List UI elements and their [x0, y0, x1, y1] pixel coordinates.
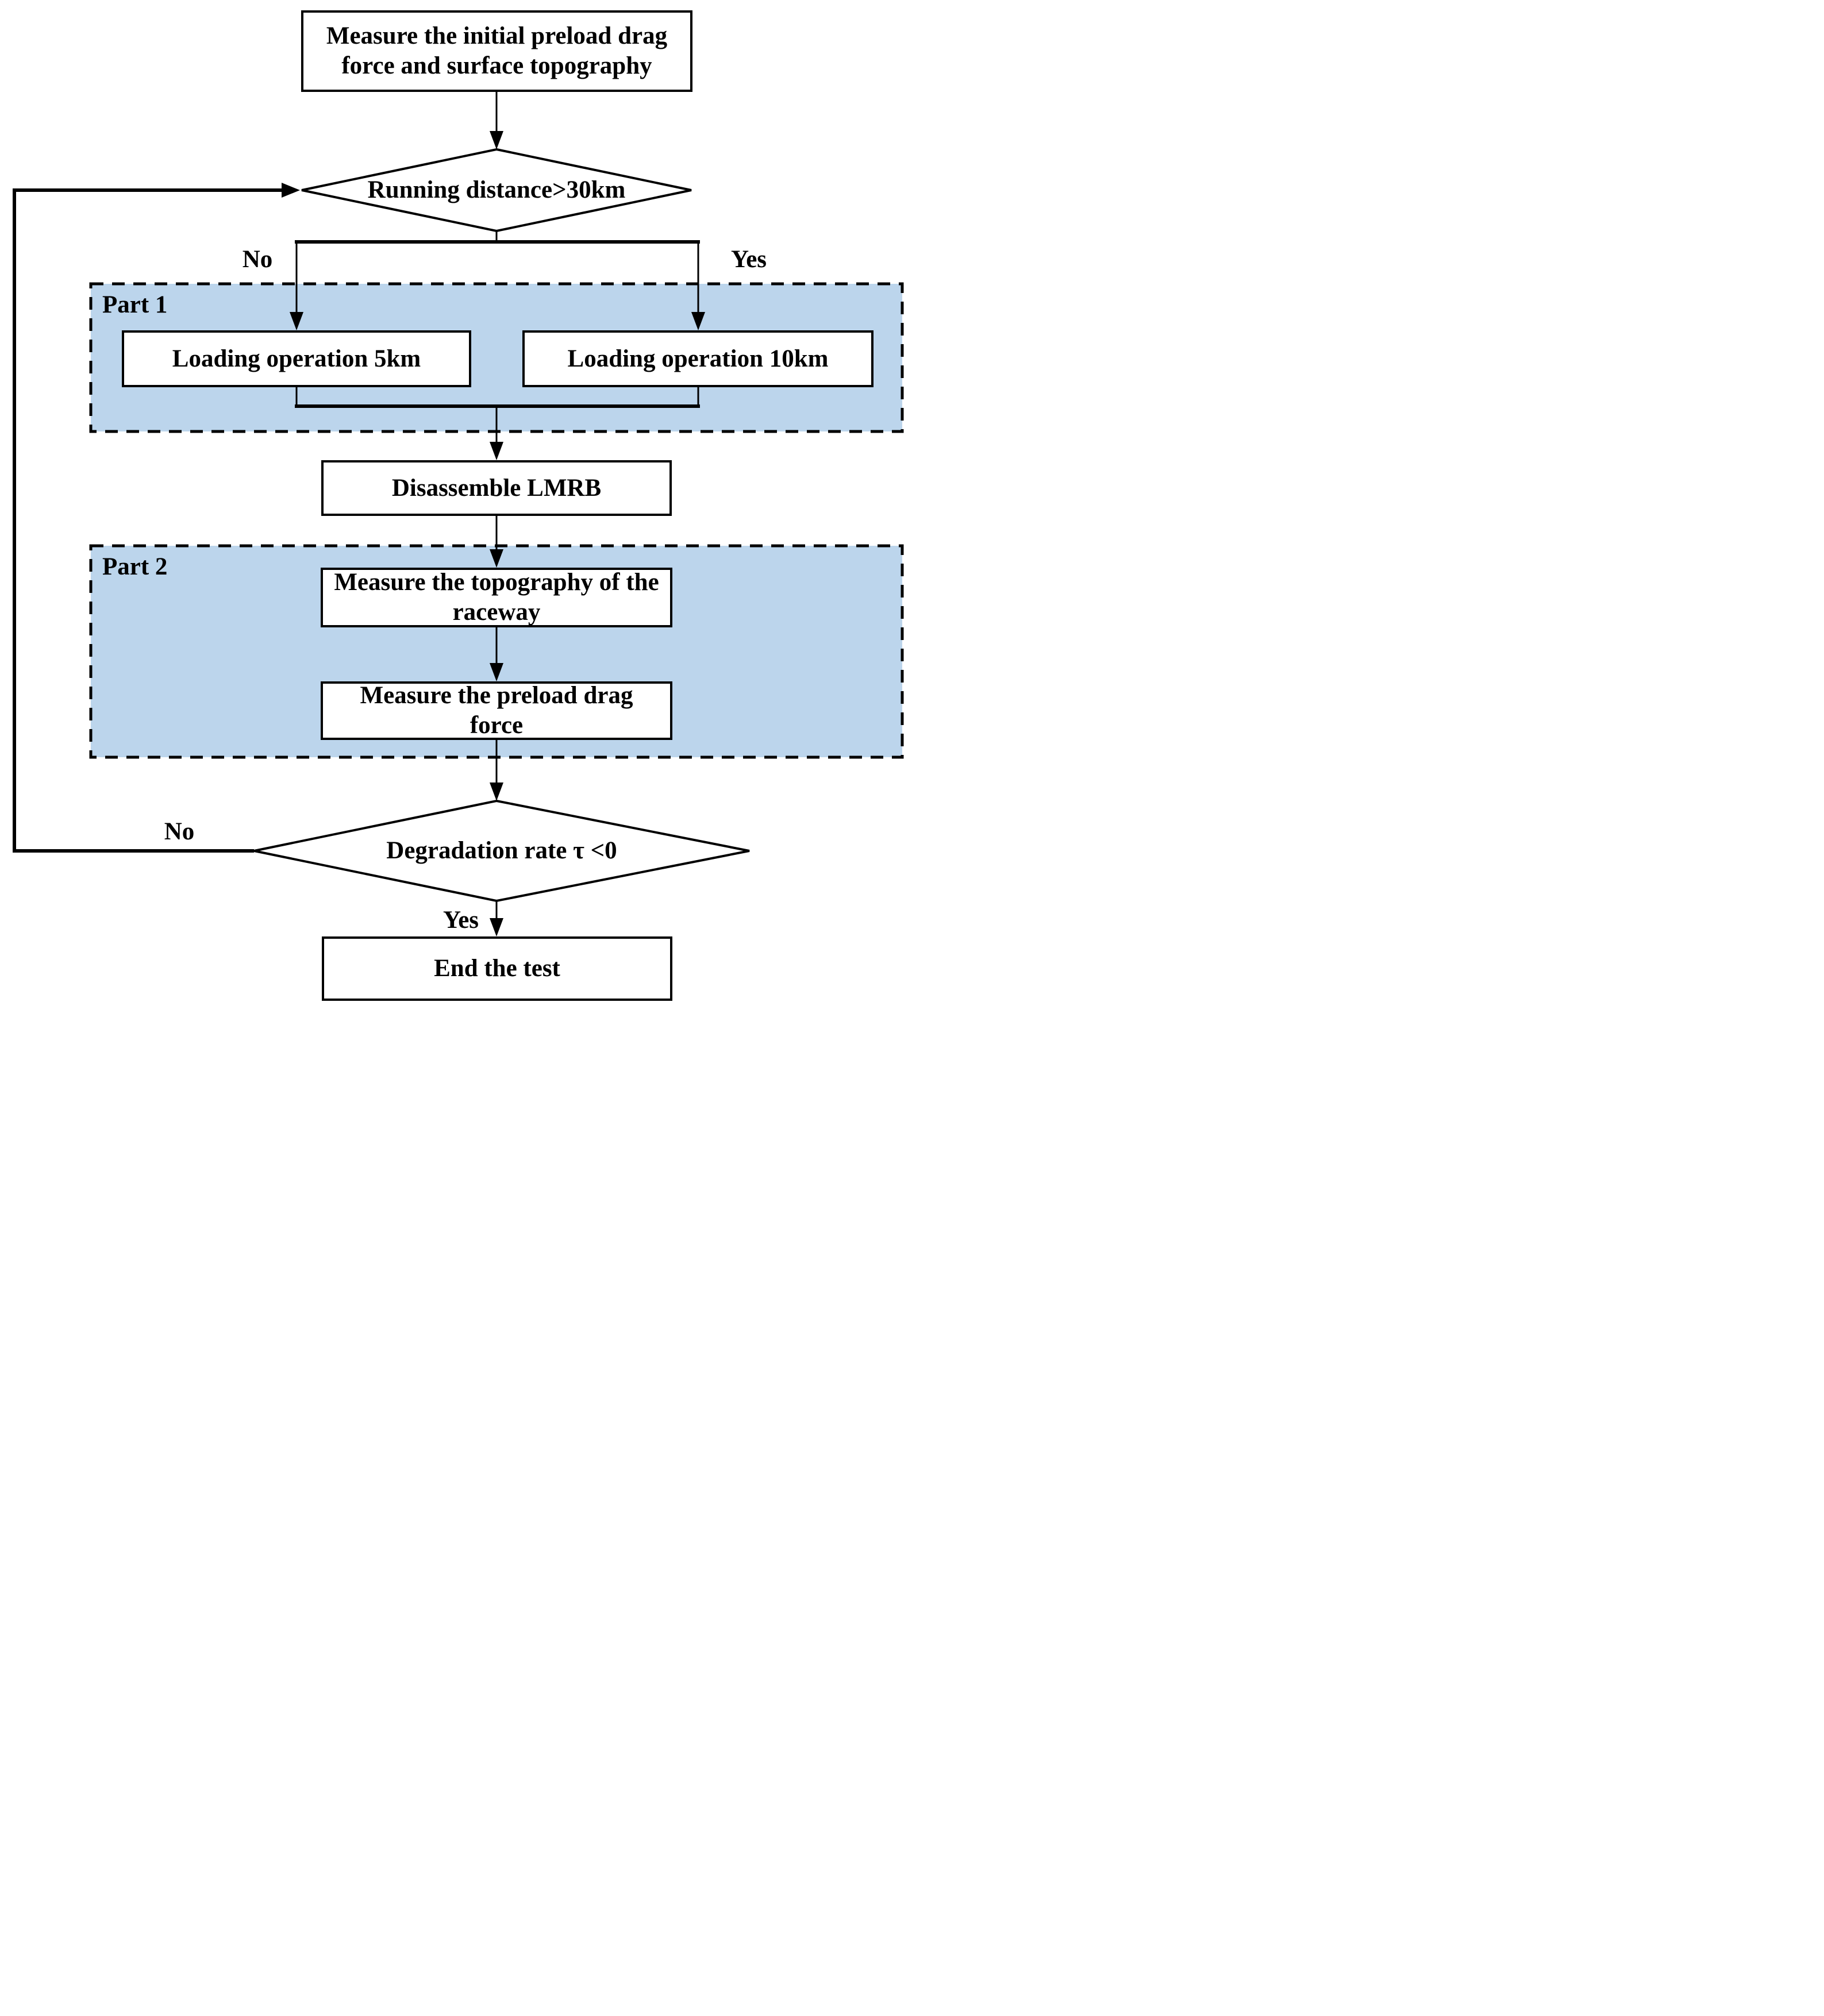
arrowhead-decision1: [490, 131, 503, 149]
decision2-label: Degradation rate τ <0: [386, 837, 617, 864]
arrowhead-into-decision1: [282, 183, 300, 198]
decision1-text: Running distance>30km: [302, 149, 691, 231]
node-preload: Measure the preload drag force: [321, 681, 672, 740]
arrowhead-decision2: [490, 782, 503, 801]
node-preload-line2: force: [470, 712, 524, 739]
node-disassemble: Disassemble LMRB: [321, 460, 672, 516]
decision1-label: Running distance>30km: [367, 176, 626, 203]
node-disassemble-label: Disassemble LMRB: [391, 474, 602, 502]
arrowhead-topography: [490, 549, 503, 568]
node-loading-5km: Loading operation 5km: [122, 330, 471, 387]
no-loop-line: [13, 188, 284, 853]
arrowhead-load5: [290, 312, 303, 330]
node-start-line1: Measure the initial preload drag: [326, 22, 668, 49]
arrowhead-disassemble: [490, 442, 503, 460]
arrowhead-load10: [691, 312, 705, 330]
arrowhead-end: [490, 918, 503, 936]
flowchart: Part 1 Part 2 Measure the initial preloa…: [0, 0, 912, 1008]
node-end: End the test: [322, 936, 672, 1001]
decision2-text: Degradation rate τ <0: [254, 801, 749, 901]
decision2-yes-label: Yes: [442, 907, 479, 934]
decision1-no-label: No: [242, 246, 273, 273]
node-end-label: End the test: [434, 955, 560, 982]
part1-label: Part 1: [102, 291, 168, 318]
arrowhead-preload: [490, 663, 503, 681]
node-loading-10km: Loading operation 10km: [522, 330, 873, 387]
decision2-diamond: [253, 799, 750, 903]
decision1-yes-label: Yes: [730, 246, 767, 273]
node-loading-10km-label: Loading operation 10km: [567, 345, 829, 372]
node-loading-5km-label: Loading operation 5km: [172, 345, 421, 372]
node-topography-line1: Measure the topography of the: [334, 569, 659, 596]
node-start: Measure the initial preload drag force a…: [301, 10, 692, 92]
node-topography: Measure the topography of the raceway: [321, 568, 672, 627]
node-topography-line2: raceway: [452, 599, 541, 626]
node-preload-line1: Measure the preload drag: [360, 682, 633, 709]
decision1-diamond: [301, 148, 692, 233]
part2-label: Part 2: [102, 553, 168, 580]
node-start-line2: force and surface topography: [341, 52, 652, 79]
decision2-no-label: No: [164, 818, 195, 845]
